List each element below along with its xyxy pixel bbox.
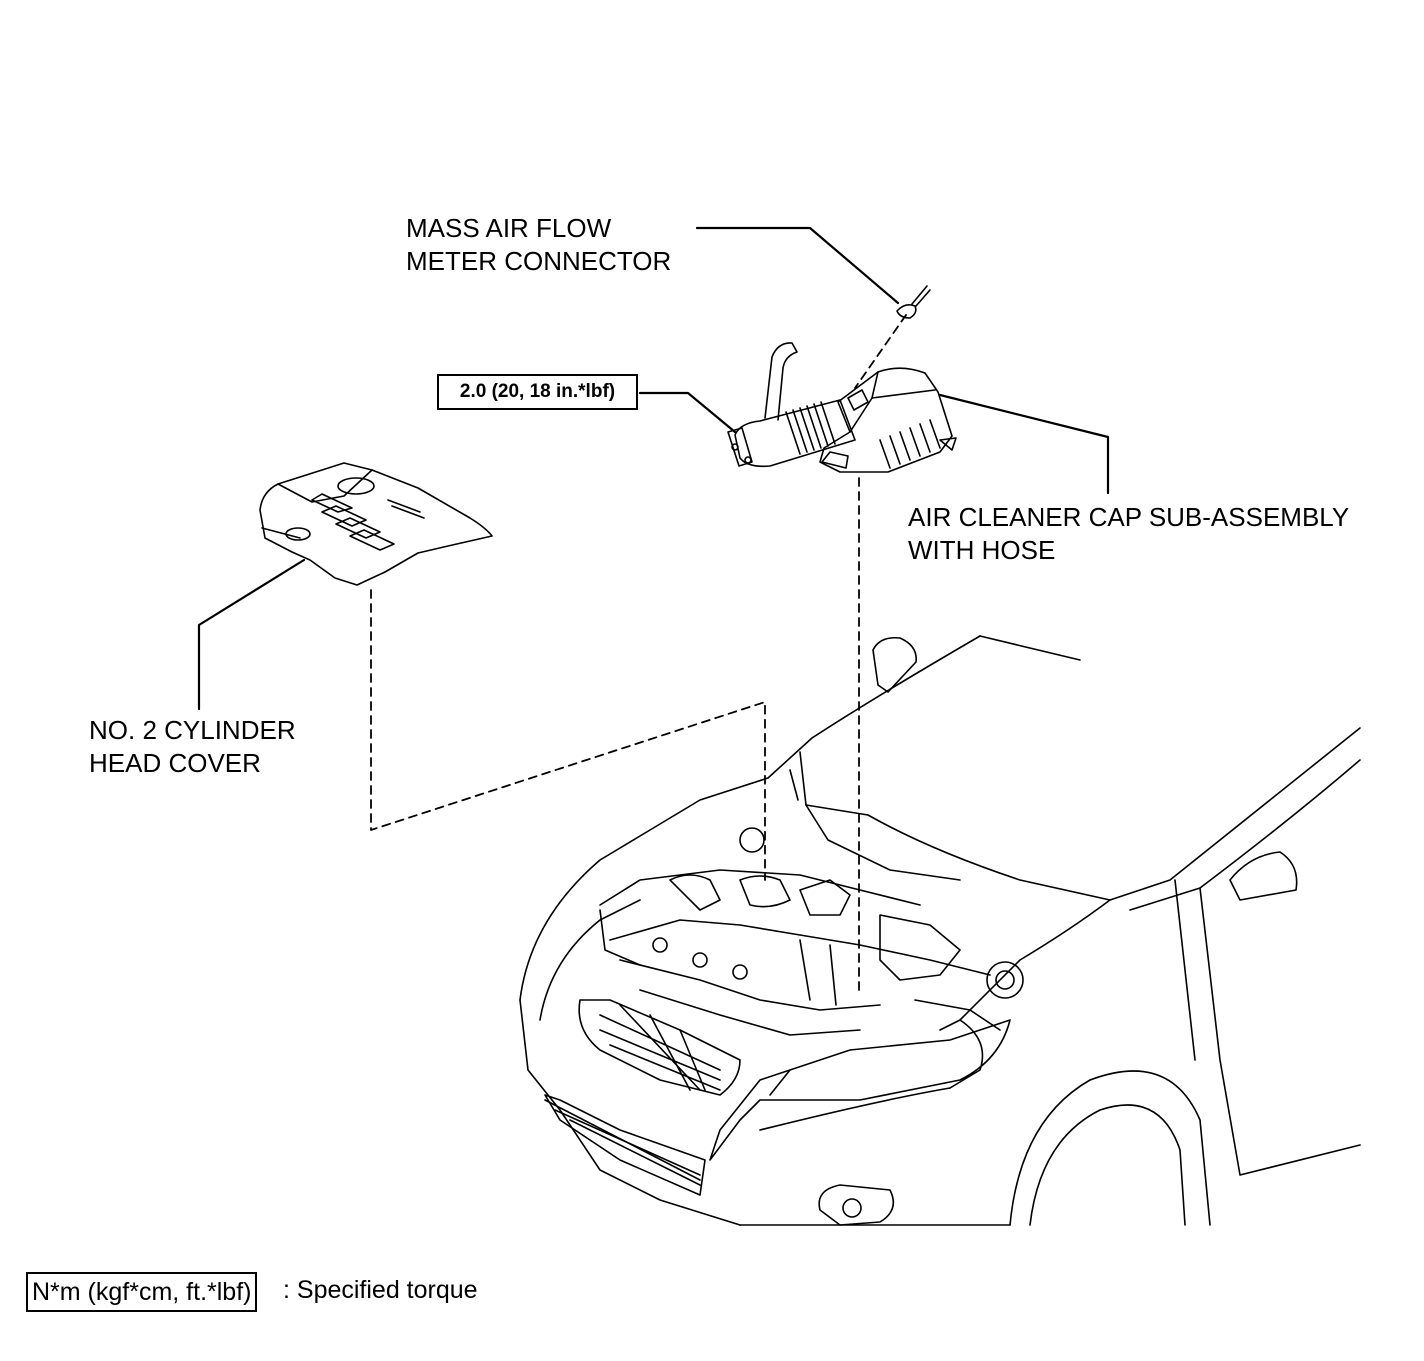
legend-description: : Specified torque xyxy=(283,1276,478,1304)
legend-unit-box: N*m (kgf*cm, ft.*lbf) xyxy=(26,1272,258,1312)
head-cover-leader xyxy=(197,558,306,711)
head-cover-label-line1: NO. 2 CYLINDER xyxy=(89,715,296,745)
air-cleaner-cap-part xyxy=(727,342,957,473)
maf-connector-label-line2: METER CONNECTOR xyxy=(406,246,672,276)
maf-connector-label: MASS AIR FLOW METER CONNECTOR xyxy=(406,212,671,278)
air-cleaner-cap-label: AIR CLEANER CAP SUB-ASSEMBLY WITH HOSE xyxy=(908,501,1349,567)
maf-connector-part xyxy=(896,285,931,319)
dashed-guide-lines xyxy=(370,314,907,991)
torque-leader xyxy=(638,391,737,434)
head-cover-label: NO. 2 CYLINDER HEAD COVER xyxy=(89,714,296,780)
head-cover-part xyxy=(259,462,493,586)
air-cleaner-cap-label-line1: AIR CLEANER CAP SUB-ASSEMBLY xyxy=(908,502,1350,532)
maf-connector-leader xyxy=(695,226,900,305)
air-cleaner-leader xyxy=(938,393,1110,495)
vehicle-outline xyxy=(519,635,1361,1226)
head-cover-label-line2: HEAD COVER xyxy=(89,748,261,778)
maf-connector-label-line1: MASS AIR FLOW xyxy=(406,213,612,243)
leader-lines xyxy=(197,226,1110,711)
air-cleaner-cap-label-line2: WITH HOSE xyxy=(908,535,1056,565)
torque-spec-box: 2.0 (20, 18 in.*lbf) xyxy=(437,374,638,410)
